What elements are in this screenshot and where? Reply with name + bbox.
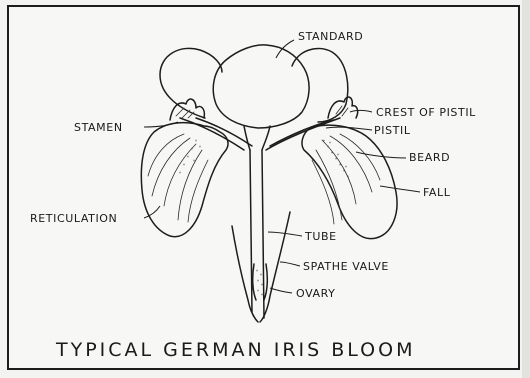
label-beard: BEARD xyxy=(409,151,450,164)
label-tube: TUBE xyxy=(304,230,337,243)
label-fall: FALL xyxy=(423,186,451,199)
label-ovary: OVARY xyxy=(296,287,335,300)
diagram-caption: TYPICAL GERMAN IRIS BLOOM xyxy=(55,339,416,361)
label-standard: STANDARD xyxy=(298,30,363,43)
label-pistil: PISTIL xyxy=(374,124,411,137)
label-reticulation: RETICULATION xyxy=(30,212,117,225)
label-crest-of-pistil: CREST OF PISTIL xyxy=(376,106,476,119)
label-stamen: STAMEN xyxy=(74,121,123,134)
page-edge xyxy=(522,0,530,378)
label-spathe-valve: SPATHE VALVE xyxy=(303,260,389,273)
